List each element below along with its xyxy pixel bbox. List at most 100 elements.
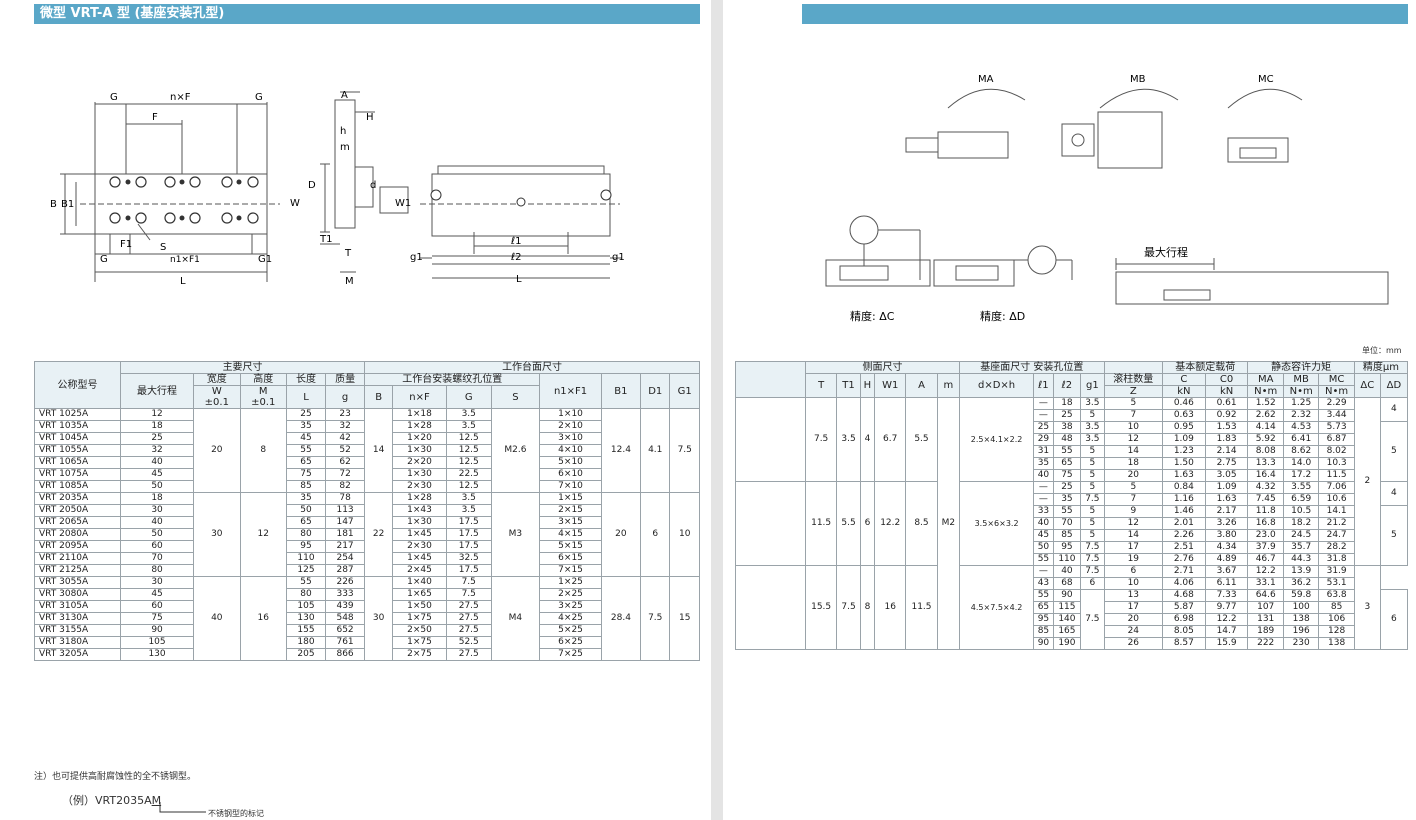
table-cell: 2 bbox=[1353, 397, 1381, 566]
table-cell: 7.5 bbox=[445, 588, 492, 601]
label-L-side: L bbox=[516, 274, 522, 285]
table-cell: 12.5 bbox=[445, 480, 492, 493]
table-cell: 35 bbox=[1052, 493, 1082, 506]
table-cell: 4.06 bbox=[1161, 577, 1206, 590]
table-cell: 20 bbox=[193, 408, 241, 493]
table-cell: 55 bbox=[1033, 553, 1054, 566]
table-cell: 110 bbox=[285, 552, 327, 565]
table-cell: 181 bbox=[325, 528, 366, 541]
model-cell: VRT 2035A bbox=[34, 492, 121, 505]
table-cell: 25 bbox=[285, 408, 327, 421]
header-stroke: 最大行程 bbox=[119, 373, 195, 409]
table-cell: 1×28 bbox=[392, 420, 447, 433]
table-cell: 131 bbox=[1247, 613, 1284, 626]
table-cell: 13.9 bbox=[1282, 565, 1320, 578]
table-cell: 18 bbox=[1052, 397, 1082, 410]
table-cell: 110 bbox=[1052, 553, 1082, 566]
table-cell: 5×10 bbox=[539, 456, 602, 469]
header-h_G1: G1 bbox=[669, 373, 700, 409]
table-cell: 287 bbox=[325, 564, 366, 577]
label-nF: n×F bbox=[170, 92, 191, 103]
model-cell: VRT 3080A bbox=[34, 588, 121, 601]
table-cell: 3.80 bbox=[1204, 529, 1249, 542]
label-accuracy-c: 精度: ΔC bbox=[850, 309, 895, 323]
table-cell: 6.11 bbox=[1204, 577, 1249, 590]
table-cell: 5.87 bbox=[1161, 601, 1206, 614]
table-cell: 12 bbox=[239, 492, 287, 577]
table-cell: 3 bbox=[1353, 565, 1381, 650]
model-cell: VRT 1085A bbox=[34, 480, 121, 493]
table-cell: 55 bbox=[285, 576, 327, 589]
table-cell: 53.1 bbox=[1318, 577, 1355, 590]
table-row: 公称型号主要尺寸工作台面尺寸 bbox=[34, 361, 700, 409]
table-cell: 2.76 bbox=[1161, 553, 1206, 566]
header-h_W1: W1 bbox=[874, 373, 907, 398]
table-cell: 12 bbox=[1103, 517, 1163, 530]
header-h_MB: MB bbox=[1282, 373, 1320, 386]
table-cell: 14 bbox=[1103, 529, 1163, 542]
table-cell: 1×25 bbox=[539, 576, 602, 589]
table-cell: 17.5 bbox=[445, 528, 492, 541]
header-h_l2: ℓ2 bbox=[1052, 373, 1082, 398]
label-L: L bbox=[180, 276, 186, 287]
table-cell: 90 bbox=[119, 624, 195, 637]
table-cell: 13 bbox=[1103, 589, 1163, 602]
symbol: M bbox=[258, 386, 268, 397]
table-cell: 7 bbox=[1103, 409, 1163, 422]
table-cell: 52.5 bbox=[445, 636, 492, 649]
table-cell: 3×10 bbox=[539, 432, 602, 445]
table-cell: 1×75 bbox=[392, 612, 447, 625]
table-cell: 217 bbox=[325, 540, 366, 553]
model-cell: VRT 2125A bbox=[34, 564, 121, 577]
table-cell: 12.2 bbox=[874, 481, 907, 566]
table-cell: 130 bbox=[119, 648, 195, 661]
model-cell: VRT 2095A bbox=[34, 540, 121, 553]
label-T: T bbox=[344, 248, 352, 259]
table-cell: 24.7 bbox=[1318, 529, 1355, 542]
table-cell: 6×10 bbox=[539, 468, 602, 481]
table-cell: 2×30 bbox=[392, 540, 447, 553]
table-cell: 12.5 bbox=[445, 432, 492, 445]
table-cell: 7.5 bbox=[1080, 553, 1105, 566]
table-cell: 75 bbox=[285, 468, 327, 481]
table-cell: 3×25 bbox=[539, 600, 602, 613]
header-unit: kN bbox=[1161, 385, 1206, 398]
table-cell: 70 bbox=[119, 552, 195, 565]
table-cell: 1.16 bbox=[1161, 493, 1206, 506]
header-h_nF: n×F bbox=[392, 385, 447, 409]
section-title-left: 微型 VRT-A 型 (基座安装孔型) bbox=[34, 4, 700, 24]
note-example-model: （例）VRT2035A bbox=[62, 794, 152, 807]
table-cell: 45 bbox=[285, 432, 327, 445]
header-symbol: M±0.1 bbox=[239, 385, 287, 409]
model-cell: VRT 1065A bbox=[34, 456, 121, 469]
table-cell: 18.2 bbox=[1282, 517, 1320, 530]
table-cell: 8 bbox=[859, 565, 876, 650]
header-blank bbox=[735, 361, 806, 398]
table-cell: M4 bbox=[490, 576, 541, 661]
table-cell: 1×15 bbox=[539, 492, 602, 505]
table-cell: 5.5 bbox=[905, 397, 938, 482]
model-cell: VRT 1025A bbox=[34, 408, 121, 421]
table-cell: 50 bbox=[1033, 541, 1054, 554]
table-cell: 60 bbox=[119, 540, 195, 553]
table-cell: 14 bbox=[364, 408, 394, 493]
table-cell: 205 bbox=[285, 648, 327, 661]
table-cell: 4.89 bbox=[1204, 553, 1249, 566]
table-cell: 866 bbox=[325, 648, 366, 661]
table-cell: 5.5 bbox=[836, 481, 861, 566]
table-cell: 35 bbox=[1033, 457, 1054, 470]
unit-label: 单位：mm bbox=[1362, 346, 1402, 355]
table-cell: 14.0 bbox=[1282, 457, 1320, 470]
table-cell: 2×45 bbox=[392, 564, 447, 577]
table-cell: 4.68 bbox=[1161, 589, 1206, 602]
table-cell: 5 bbox=[1080, 481, 1105, 494]
table-cell: 0.61 bbox=[1204, 397, 1249, 410]
table-cell: 14 bbox=[1103, 445, 1163, 458]
table-cell: 3.67 bbox=[1204, 565, 1249, 578]
label-g1-left: g1 bbox=[410, 252, 423, 263]
